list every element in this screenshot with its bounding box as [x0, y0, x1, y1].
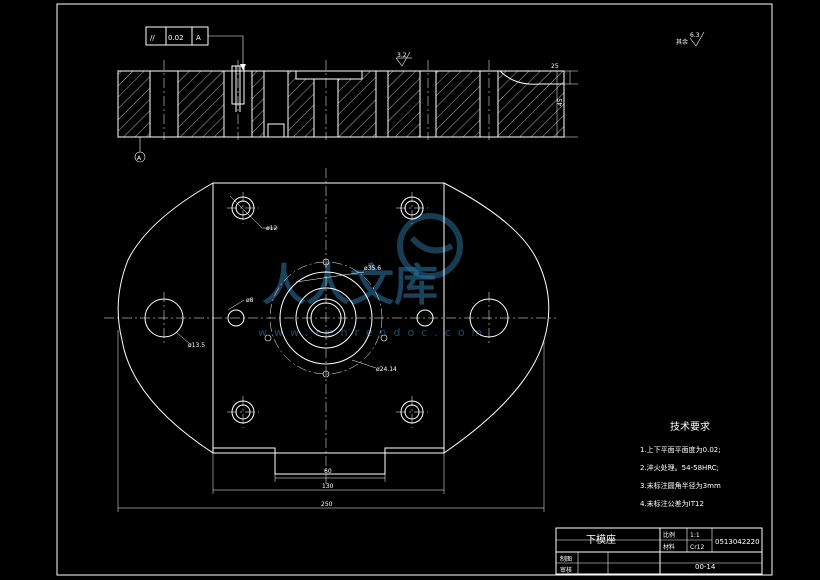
watermark-url: www.renrendoc.com [258, 326, 489, 339]
tech-req-title: 技术要求 [670, 420, 710, 433]
title-block: 下模座 比例 1:1 材料 Cr12 0513042220 制图 审核 00-1… [555, 527, 763, 575]
label-d35-6: ø35.6 [364, 265, 381, 272]
drawn-label: 制图 [560, 555, 572, 563]
part-name: 下模座 [586, 533, 616, 546]
tech-req-item-4: 4.未标注公差为IT12 [640, 499, 704, 508]
scale-label: 比例 [663, 531, 675, 539]
dim-height: 45 [557, 98, 564, 106]
drawing-border [56, 3, 773, 576]
tech-req-item-2: 2.淬火处理。54-58HRC; [640, 463, 719, 472]
check-label: 审核 [560, 566, 572, 574]
watermark-text: 人人文库 [262, 260, 438, 311]
tolerance-frame: // 0.02 A [145, 26, 246, 70]
roughness-top-value: 3.2 [397, 52, 407, 59]
dim-step: 25 [551, 63, 559, 70]
watermark: 人人文库 www.renrendoc.com [258, 213, 489, 339]
label-d12: ø12 [266, 225, 277, 232]
tech-req-item-1: 1.上下平面平面度为0.02; [640, 445, 721, 454]
dim-130: 130 [322, 483, 334, 490]
drawing-number: 0513042220 [715, 538, 760, 546]
label-d8: ø8 [246, 297, 254, 304]
sheet-code: 00-14 [695, 563, 716, 571]
tolerance-value: 0.02 [168, 34, 184, 42]
label-d24-14: ø24.14 [376, 366, 397, 373]
section-view: A 25 45 [117, 60, 578, 163]
roughness-corner-label: 其余 [676, 38, 688, 46]
material-value: Cr12 [690, 544, 704, 551]
material-label: 材料 [663, 543, 675, 551]
technical-requirements: 技术要求 1.上下平面平面度为0.02; 2.淬火处理。54-58HRC; 3.… [640, 420, 721, 508]
scale-value: 1:1 [690, 532, 700, 539]
dim-60: 60 [324, 468, 332, 475]
roughness-top: 3.2 [395, 51, 412, 67]
label-d13-5: ø13.5 [188, 342, 205, 349]
roughness-corner-value: 6.3 [690, 32, 700, 39]
tolerance-datum: A [196, 34, 201, 42]
tolerance-symbol: // [150, 34, 155, 42]
roughness-corner: 其余 6.3 [676, 31, 705, 47]
plan-view: ø12 ø8 ø13.5 ø35.6 ø24.14 60 130 250 [104, 168, 556, 512]
dim-250: 250 [321, 501, 333, 508]
datum-label: A [137, 155, 142, 162]
tech-req-item-3: 3.未标注圆角半径为3mm [640, 481, 721, 490]
